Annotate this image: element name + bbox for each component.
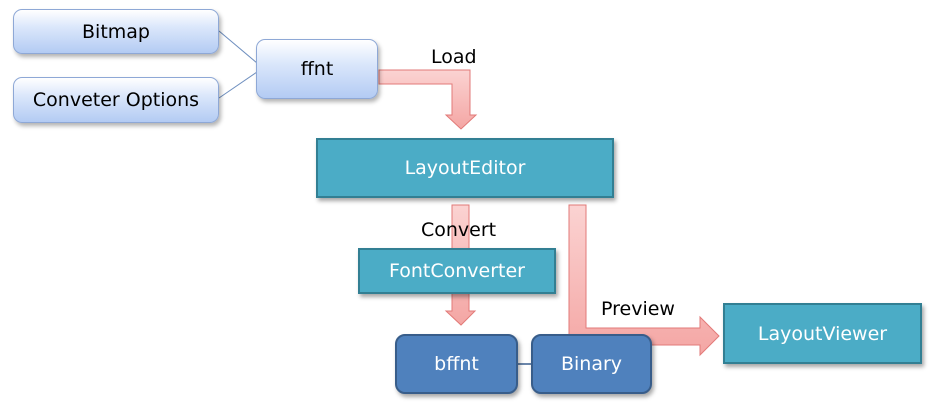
converter-options-node: Conveter Options [13, 77, 219, 123]
preview-edge-label: Preview [601, 298, 675, 320]
layout-editor-node: LayoutEditor [316, 138, 614, 198]
bitmap-node: Bitmap [13, 9, 219, 54]
convert-edge-label: Convert [421, 219, 497, 241]
layout-viewer-node: LayoutViewer [723, 303, 922, 364]
load-arrow [378, 69, 478, 130]
bitmap-label: Bitmap [82, 20, 150, 43]
binary-label: Binary [560, 353, 623, 375]
bffnt-node: bffnt [395, 334, 518, 394]
font-converter-label: FontConverter [389, 260, 525, 282]
preview-arrow [568, 204, 720, 357]
ffnt-node: ffnt [256, 39, 378, 99]
converter-options-label: Conveter Options [32, 89, 200, 111]
layout-viewer-label: LayoutViewer [757, 322, 888, 345]
layout-editor-label: LayoutEditor [404, 157, 526, 179]
font-converter-node: FontConverter [358, 248, 556, 294]
load-edge-label: Load [431, 46, 477, 68]
bitmap-to-ffnt-line [218, 30, 258, 64]
binary-node: Binary [531, 334, 652, 394]
bffnt-label: bffnt [434, 353, 479, 375]
ffnt-label: ffnt [300, 58, 334, 80]
options-to-ffnt-line [218, 71, 258, 99]
